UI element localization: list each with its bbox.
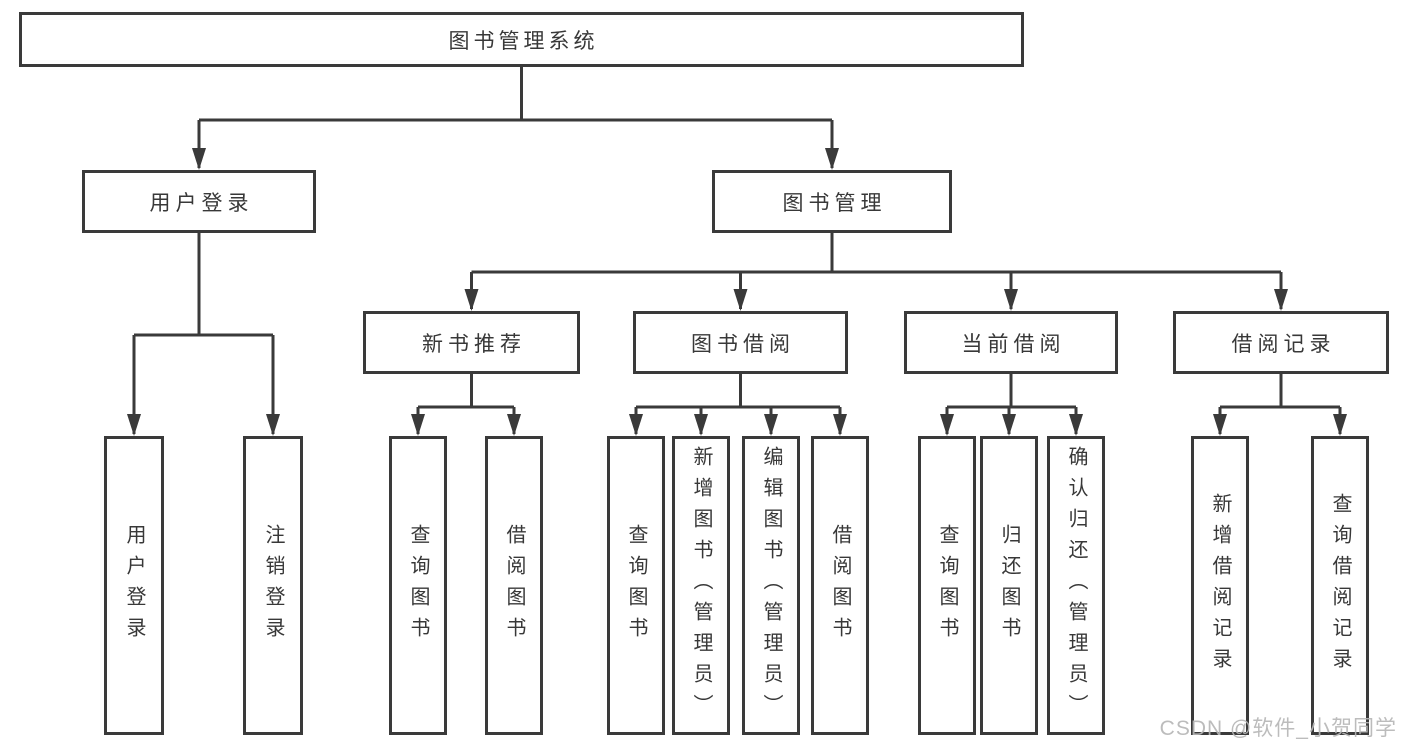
node-label: 新增图书（管理员） — [690, 446, 712, 725]
leaf-query-borrow-record: 查询借阅记录 — [1311, 436, 1369, 735]
node-label: 查询图书 — [625, 523, 647, 648]
node-label: 当前借阅 — [961, 332, 1066, 356]
node-label: 新增借阅记录 — [1209, 492, 1231, 679]
node-label: 用户登录 — [123, 523, 145, 648]
node-current-borrowing: 当前借阅 — [904, 311, 1118, 374]
leaf-logout: 注销登录 — [243, 436, 303, 735]
leaf-query-books-3: 查询图书 — [918, 436, 976, 735]
node-label: 查询借阅记录 — [1329, 492, 1351, 679]
node-label: 查询图书 — [936, 523, 958, 648]
node-label: 借阅图书 — [503, 523, 525, 648]
csdn-watermark: CSDN @软件_小贺同学 — [1159, 717, 1397, 740]
node-user-login: 用户登录 — [82, 170, 316, 233]
node-new-book-recommend: 新书推荐 — [363, 311, 580, 374]
node-root-library-system: 图书管理系统 — [19, 12, 1024, 67]
node-label: 确认归还（管理员） — [1065, 446, 1087, 725]
leaf-borrow-books-2: 借阅图书 — [811, 436, 869, 735]
leaf-query-books-1: 查询图书 — [389, 436, 447, 735]
node-label: 编辑图书（管理员） — [760, 446, 782, 725]
node-label: 注销登录 — [262, 523, 284, 648]
node-label: 借阅图书 — [829, 523, 851, 648]
node-label: 用户登录 — [149, 191, 254, 215]
leaf-add-books-admin: 新增图书（管理员） — [672, 436, 730, 735]
node-label: 归还图书 — [998, 523, 1020, 648]
node-label: 借阅记录 — [1231, 332, 1336, 356]
leaf-confirm-return-admin: 确认归还（管理员） — [1047, 436, 1105, 735]
leaf-edit-books-admin: 编辑图书（管理员） — [742, 436, 800, 735]
node-book-management: 图书管理 — [712, 170, 952, 233]
node-label: 新书推荐 — [422, 332, 526, 356]
node-borrowing-records: 借阅记录 — [1173, 311, 1389, 374]
node-label: 查询图书 — [407, 523, 429, 648]
connector-lines — [132, 67, 1342, 434]
node-label: 图书管理 — [782, 191, 887, 215]
leaf-return-books: 归还图书 — [980, 436, 1038, 735]
leaf-query-books-2: 查询图书 — [607, 436, 665, 735]
node-label: 图书管理系统 — [448, 29, 599, 53]
leaf-borrow-books-1: 借阅图书 — [485, 436, 543, 735]
leaf-user-login: 用户登录 — [104, 436, 164, 735]
node-book-borrowing: 图书借阅 — [633, 311, 848, 374]
node-label: 图书借阅 — [691, 332, 795, 356]
leaf-add-borrow-record: 新增借阅记录 — [1191, 436, 1249, 735]
